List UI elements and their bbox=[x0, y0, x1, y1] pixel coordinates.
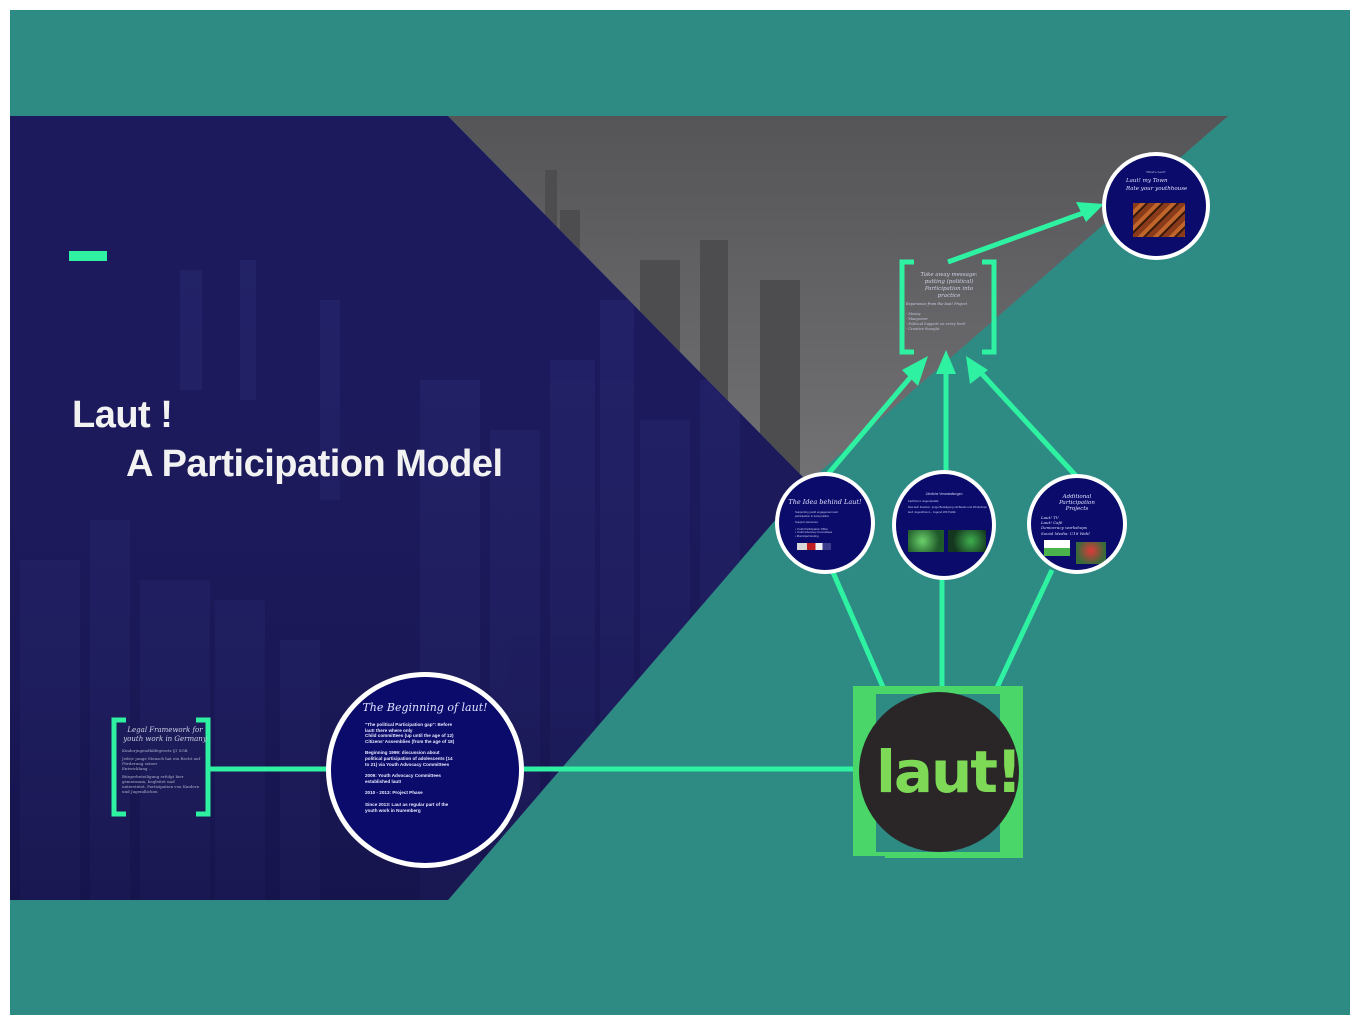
idea-line: • Youth Advocacy Committees bbox=[795, 530, 833, 535]
beginning-line: laut! there where only bbox=[365, 727, 413, 733]
beginning-line: Child committees (up until the age of 12… bbox=[365, 733, 454, 739]
legal-line: Jede/r junge Mensch hat ein Recht auf Fö… bbox=[122, 756, 201, 766]
additional-projects-node[interactable]: Additional Participation Projects Laut! … bbox=[1027, 474, 1127, 574]
legal-line: Entwicklung ... bbox=[122, 766, 153, 771]
takeaway-body: - Money - Manpower - Political Support o… bbox=[906, 312, 992, 332]
additional-line: Laut! Café bbox=[1041, 520, 1063, 526]
beginning-line: youth work in Nuremberg bbox=[365, 807, 421, 813]
legal-framework-box[interactable]: Legal Framework for youth work in German… bbox=[122, 726, 208, 794]
events-line: Fachforum Jugendpolitik bbox=[908, 499, 939, 503]
takeaway-line: - Political Support on every level bbox=[906, 322, 966, 326]
beginning-line: to 21) via Youth Advocacy Committees bbox=[365, 761, 450, 767]
takeaway-line: - Money bbox=[906, 312, 921, 316]
events-node[interactable]: Jährliche Veranstaltungen Fachforum Juge… bbox=[892, 470, 996, 580]
logo-frame bbox=[853, 686, 1023, 860]
legal-line: Kinderjugendhilfegesetz §1 SGB bbox=[122, 748, 188, 753]
additional-title: Additional Participation Projects bbox=[1059, 494, 1095, 512]
town-subtitle: Rate your youthhouse bbox=[1126, 186, 1188, 192]
idea-photo bbox=[797, 543, 831, 550]
beginning-line: 2010 - 2013: Project Phase bbox=[365, 790, 423, 796]
additional-line: Democracy workshops bbox=[1041, 525, 1087, 531]
events-line: Das laut! Festival - junge Beteiligung m… bbox=[908, 504, 987, 509]
legal-line: unterstützt, Partizipation von Kindern u… bbox=[122, 784, 200, 794]
takeaway-message-box[interactable]: Take away message: putting (political) P… bbox=[906, 272, 992, 332]
beginning-line: political participation of adolescents (… bbox=[365, 755, 453, 761]
connector-arrowheads bbox=[902, 202, 1104, 386]
laut-my-town-node[interactable]: What's next? Laut! my Town Rate your you… bbox=[1102, 152, 1210, 260]
slide-title-line2: A Participation Model bbox=[126, 443, 503, 485]
events-body: Fachforum Jugendpolitik Das laut! Festiv… bbox=[908, 499, 992, 515]
beginning-line: Beginning 1999: discussion about bbox=[365, 750, 440, 756]
beginning-line: "The political Participation gap": Befor… bbox=[365, 722, 453, 727]
additional-line: Laut! TV bbox=[1041, 515, 1059, 520]
additional-photo-1 bbox=[1044, 540, 1070, 556]
additional-line: Social Media: U18 Wahl bbox=[1041, 530, 1090, 536]
beginning-node[interactable]: The Beginning of laut! "The political Pa… bbox=[326, 672, 524, 868]
accent-dash bbox=[69, 251, 107, 261]
laut-logo-text[interactable]: laut! bbox=[876, 738, 1023, 806]
gray-city-panel bbox=[448, 116, 1228, 482]
takeaway-subtitle: Experience from the laut! Project bbox=[906, 302, 968, 306]
idea-line: Supporting youth engagement and bbox=[795, 510, 838, 514]
idea-line: Support structures bbox=[795, 520, 818, 525]
beginning-body: "The political Participation gap": Befor… bbox=[365, 722, 519, 813]
events-photo-2 bbox=[948, 530, 986, 552]
legal-framework-bracket bbox=[111, 717, 211, 817]
additional-photo-2 bbox=[1076, 542, 1106, 564]
town-kicker: What's next? bbox=[1146, 170, 1166, 174]
beginning-line: Citizens' Assemblies (from the age of 18… bbox=[365, 738, 455, 744]
connector-lines bbox=[209, 209, 1087, 772]
town-photo bbox=[1133, 203, 1185, 237]
events-title: Jährliche Veranstaltungen bbox=[925, 492, 963, 496]
town-title: Laut! my Town bbox=[1126, 178, 1168, 184]
takeaway-line: - Manpower bbox=[906, 317, 928, 321]
additional-body: Laut! TV Laut! Café Democracy workshops … bbox=[1041, 515, 1123, 536]
idea-node[interactable]: The Idea behind Laut! Supporting youth e… bbox=[775, 472, 875, 574]
legal-framework-title: Legal Framework for youth work in German… bbox=[123, 726, 207, 743]
beginning-title: The Beginning of laut! bbox=[362, 701, 488, 714]
beginning-line: 2009: Youth Advocacy Committees bbox=[365, 773, 441, 779]
idea-line: participation in local politics bbox=[795, 513, 829, 518]
message-bracket bbox=[899, 259, 997, 355]
legal-line: Bürgerbeteiligung erfolgt hier gemeinsam… bbox=[122, 774, 184, 784]
idea-title: The Idea behind Laut! bbox=[788, 498, 862, 506]
beginning-line: Since 2013: Lau! as regular part of the bbox=[365, 801, 449, 807]
slide-title-line1: Laut ! bbox=[72, 394, 173, 436]
takeaway-title: Take away message: putting (political) P… bbox=[920, 272, 978, 299]
takeaway-line: - Creative thought bbox=[906, 327, 940, 331]
events-photo-1 bbox=[908, 530, 944, 552]
legal-framework-body: Kinderjugendhilfegesetz §1 SGB Jede/r ju… bbox=[122, 748, 208, 794]
events-line: laut! Jugendforum - Jugend trifft Politi… bbox=[908, 510, 956, 515]
idea-line: • Municipal funding bbox=[795, 533, 819, 538]
beginning-line: established laut! bbox=[365, 778, 402, 784]
idea-body: Supporting youth engagement and particip… bbox=[795, 510, 871, 539]
idea-line: • Youth Participation Office bbox=[795, 526, 828, 531]
